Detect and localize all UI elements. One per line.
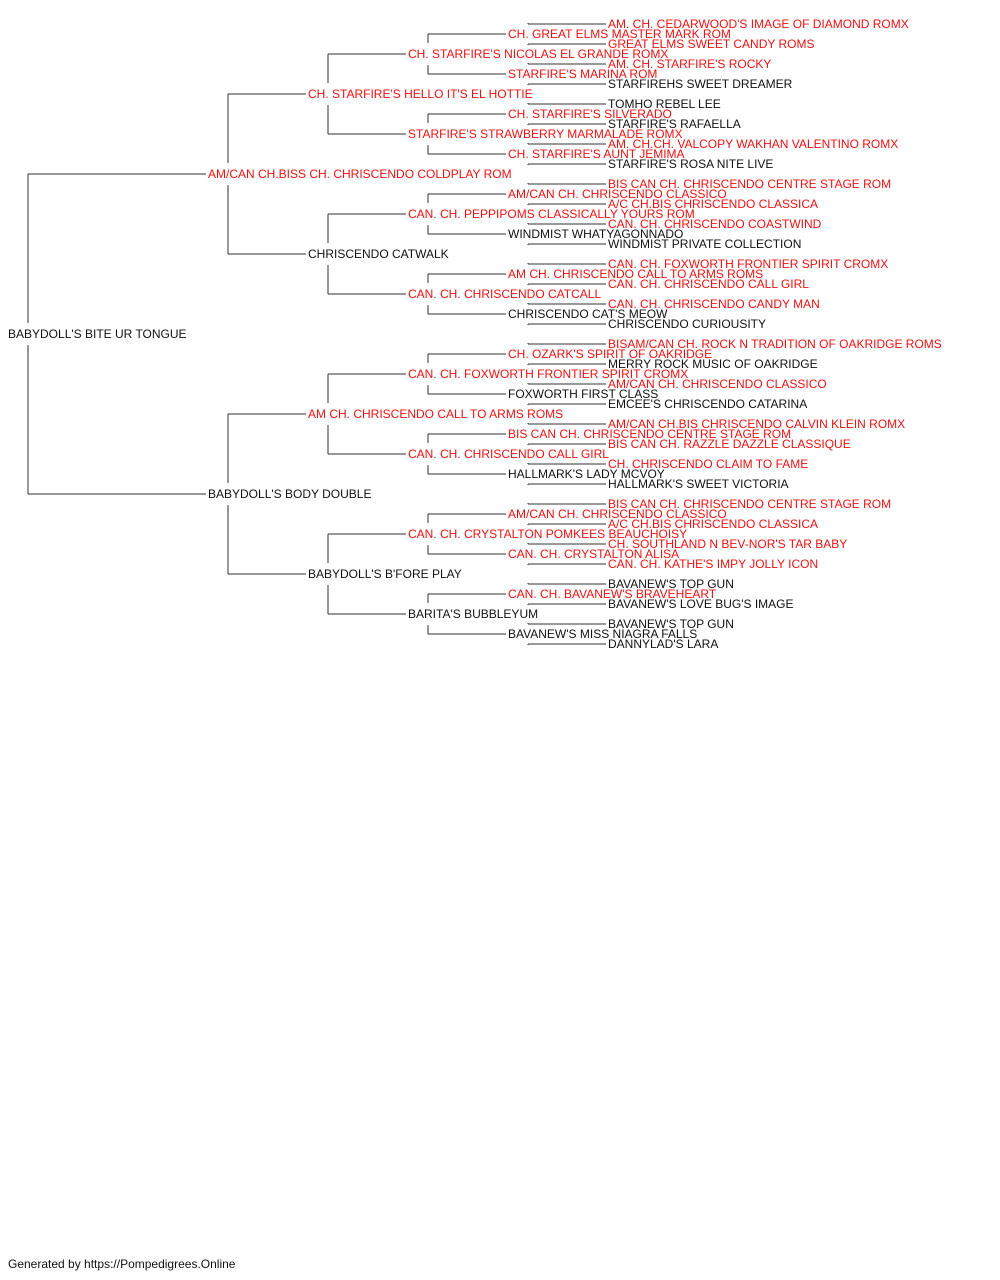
- gg-grandparent-name: STARFIRE'S MARINA ROM: [508, 67, 658, 81]
- subject-name: BABYDOLL'S BITE UR TONGUE: [8, 327, 187, 341]
- gg-grandparent-name: BIS CAN CH. CHRISCENDO CENTRE STAGE ROM: [508, 427, 792, 441]
- gg-grandparent-name: WINDMIST WHATYAGONNADO: [508, 227, 684, 241]
- ggg-grandparent-name: BIS CAN CH. CHRISCENDO CENTRE STAGE ROM: [608, 497, 892, 511]
- ggg-grandparent-name: AM/CAN CH. CHRISCENDO CLASSICO: [608, 377, 827, 391]
- great-grandparent-name: CAN. CH. FOXWORTH FRONTIER SPIRIT CROMX: [408, 367, 689, 381]
- parent-name: BABYDOLL'S BODY DOUBLE: [208, 487, 372, 501]
- ggg-grandparent-name: CAN. CH. FOXWORTH FRONTIER SPIRIT CROMX: [608, 257, 889, 271]
- ggg-grandparent-name: CAN. CH. CHRISCENDO CALL GIRL: [608, 277, 809, 291]
- ggg-grandparent-name: GREAT ELMS SWEET CANDY ROMS: [608, 37, 815, 51]
- ggg-grandparent-name: CAN. CH. CHRISCENDO CANDY MAN: [608, 297, 820, 311]
- ggg-grandparent-name: STARFIRE'S RAFAELLA: [608, 117, 741, 131]
- great-grandparent-name: CH. STARFIRE'S NICOLAS EL GRANDE ROMX: [408, 47, 669, 61]
- ggg-grandparent-name: BAVANEW'S TOP GUN: [608, 617, 734, 631]
- gg-grandparent-name: CAN. CH. CRYSTALTON ALISA: [508, 547, 680, 561]
- ggg-grandparent-name: A/C CH.BIS CHRISCENDO CLASSICA: [608, 197, 819, 211]
- great-grandparent-name: CAN. CH. PEPPIPOMS CLASSICALLY YOURS ROM: [408, 207, 695, 221]
- ggg-grandparent-name: BIS CAN CH. RAZZLE DAZZLE CLASSIQUE: [608, 437, 851, 451]
- great-grandparent-name: STARFIRE'S STRAWBERRY MARMALADE ROMX: [408, 127, 683, 141]
- ggg-grandparent-name: A/C CH.BIS CHRISCENDO CLASSICA: [608, 517, 819, 531]
- great-grandparent-name: CAN. CH. CHRISCENDO CATCALL: [408, 287, 602, 301]
- gg-grandparent-name: CH. GREAT ELMS MASTER MARK ROM: [508, 27, 731, 41]
- grandparent-name: CH. STARFIRE'S HELLO IT'S EL HOTTIE: [308, 87, 533, 101]
- ggg-grandparent-name: AM. CH. CEDARWOOD'S IMAGE OF DIAMOND ROM…: [608, 17, 909, 31]
- great-grandparent-name: BARITA'S BUBBLEYUM: [408, 607, 539, 621]
- gg-grandparent-name: CH. STARFIRE'S AUNT JEMIMA: [508, 147, 685, 161]
- ggg-grandparent-name: MERRY ROCK MUSIC OF OAKRIDGE: [608, 357, 818, 371]
- gg-grandparent-name: AM CH. CHRISCENDO CALL TO ARMS ROMS: [508, 267, 764, 281]
- parent-name: AM/CAN CH.BISS CH. CHRISCENDO COLDPLAY R…: [208, 167, 512, 181]
- ggg-grandparent-name: AM/CAN CH.BIS CHRISCENDO CALVIN KLEIN RO…: [608, 417, 906, 431]
- ggg-grandparent-name: AM. CH. STARFIRE'S ROCKY: [608, 57, 772, 71]
- ggg-grandparent-name: HALLMARK'S SWEET VICTORIA: [608, 477, 789, 491]
- ggg-grandparent-name: TOMHO REBEL LEE: [608, 97, 721, 111]
- ggg-grandparent-name: BAVANEW'S LOVE BUG'S IMAGE: [608, 597, 794, 611]
- ggg-grandparent-name: CAN. CH. CHRISCENDO COASTWIND: [608, 217, 822, 231]
- gg-grandparent-name: BAVANEW'S MISS NIAGRA FALLS: [508, 627, 698, 641]
- gg-grandparent-name: AM/CAN CH. CHRISCENDO CLASSICO: [508, 507, 727, 521]
- gg-grandparent-name: CH. OZARK'S SPIRIT OF OAKRIDGE: [508, 347, 713, 361]
- ggg-grandparent-name: STARFIRE'S ROSA NITE LIVE: [608, 157, 774, 171]
- gg-grandparent-name: CHRISCENDO CAT'S MEOW: [508, 307, 668, 321]
- gg-grandparent-name: FOXWORTH FIRST CLASS: [508, 387, 659, 401]
- gg-grandparent-name: AM/CAN CH. CHRISCENDO CLASSICO: [508, 187, 727, 201]
- great-grandparent-name: CAN. CH. CRYSTALTON POMKEES BEAUCHOISY: [408, 527, 688, 541]
- ggg-grandparent-name: AM. CH.CH. VALCOPY WAKHAN VALENTINO ROMX: [608, 137, 899, 151]
- ggg-grandparent-name: CHRISCENDO CURIOUSITY: [608, 317, 767, 331]
- gg-grandparent-name: CAN. CH. BAVANEW'S BRAVEHEART: [508, 587, 717, 601]
- grandparent-name: CHRISCENDO CATWALK: [308, 247, 449, 261]
- footer-credit: Generated by https://Pompedigrees.Online: [8, 1257, 236, 1271]
- ggg-grandparent-name: BAVANEW'S TOP GUN: [608, 577, 734, 591]
- ggg-grandparent-name: CH. CHRISCENDO CLAIM TO FAME: [608, 457, 809, 471]
- gg-grandparent-name: CH. STARFIRE'S SILVERADO: [508, 107, 672, 121]
- ggg-grandparent-name: CAN. CH. KATHE'S IMPY JOLLY ICON: [608, 557, 819, 571]
- ggg-grandparent-name: BISAM/CAN CH. ROCK N TRADITION OF OAKRID…: [608, 337, 942, 351]
- gg-grandparent-name: HALLMARK'S LADY MCVOY: [508, 467, 665, 481]
- ggg-grandparent-name: BIS CAN CH. CHRISCENDO CENTRE STAGE ROM: [608, 177, 892, 191]
- grandparent-name: AM CH. CHRISCENDO CALL TO ARMS ROMS: [308, 407, 564, 421]
- ggg-grandparent-name: EMCEE'S CHRISCENDO CATARINA: [608, 397, 808, 411]
- grandparent-name: BABYDOLL'S B'FORE PLAY: [308, 567, 462, 581]
- ggg-grandparent-name: DANNYLAD'S LARA: [608, 637, 719, 651]
- ggg-grandparent-name: WINDMIST PRIVATE COLLECTION: [608, 237, 802, 251]
- ggg-grandparent-name: CH. SOUTHLAND N BEV-NOR'S TAR BABY: [608, 537, 848, 551]
- great-grandparent-name: CAN. CH. CHRISCENDO CALL GIRL: [408, 447, 609, 461]
- ggg-grandparent-name: STARFIREHS SWEET DREAMER: [608, 77, 793, 91]
